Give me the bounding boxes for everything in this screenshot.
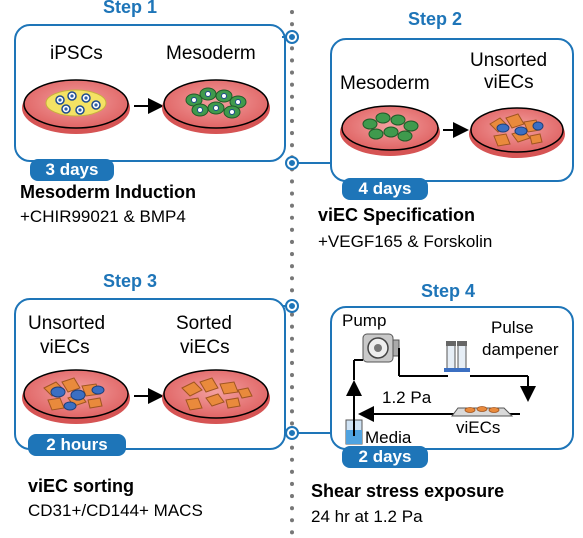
step3-right-label-1: Sorted	[176, 313, 232, 334]
mesoderm-dish-2	[340, 105, 440, 156]
mesoderm-dish-1	[162, 79, 270, 134]
step2-right-label-1: Unsorted	[470, 50, 548, 71]
step3-detail: CD31+/CD144+ MACS	[28, 501, 203, 520]
step3-right-label-2: viECs	[180, 337, 230, 358]
connector-lines	[282, 36, 332, 434]
step1-right-label: Mesoderm	[166, 43, 256, 64]
step3-left-label-1: Unsorted	[28, 313, 106, 334]
step3-duration-badge: 2 hours	[28, 434, 126, 456]
sorted-viecs-dish	[162, 369, 270, 424]
step2-detail: +VEGF165 & Forskolin	[318, 232, 493, 251]
step2-title: Step 2	[408, 9, 463, 29]
step2-heading: viEC Specification	[318, 205, 476, 225]
step2-left-label: Mesoderm	[340, 73, 430, 94]
step2-duration-badge: 4 days	[342, 178, 428, 200]
media-label: Media	[365, 428, 412, 447]
unsorted-viecs-dish-1	[469, 107, 565, 158]
dampener-label-2: dampener	[482, 340, 559, 359]
dampener-label-1: Pulse	[491, 318, 534, 337]
pump-icon	[362, 333, 400, 363]
step1-title: Step 1	[103, 0, 158, 17]
step3-title: Step 3	[103, 271, 158, 291]
unsorted-viecs-dish-2	[22, 369, 130, 424]
step1-heading: Mesoderm Induction	[20, 182, 197, 202]
media-reservoir-icon	[345, 414, 363, 445]
pressure-label: 1.2 Pa	[382, 388, 432, 407]
flow-chamber-icon	[451, 406, 514, 417]
step4-heading: Shear stress exposure	[311, 481, 505, 501]
step3-left-label-2: viECs	[40, 337, 90, 358]
step4-panel	[330, 306, 574, 450]
step1-duration-badge: 3 days	[30, 159, 114, 181]
step1-left-label: iPSCs	[50, 43, 103, 64]
step4-duration-badge: 2 days	[342, 446, 428, 468]
step1-detail: +CHIR99021 & BMP4	[20, 207, 186, 226]
connector-circles	[285, 30, 299, 440]
step3-heading: viEC sorting	[28, 476, 135, 496]
step4-detail: 24 hr at 1.2 Pa	[311, 507, 423, 526]
step4-title: Step 4	[421, 281, 476, 301]
pump-label: Pump	[342, 311, 387, 330]
pulse-dampener-icon	[444, 341, 470, 372]
viecs-label: viECs	[456, 418, 501, 437]
step2-right-label-2: viECs	[484, 72, 534, 93]
ipsc-dish	[22, 79, 130, 134]
